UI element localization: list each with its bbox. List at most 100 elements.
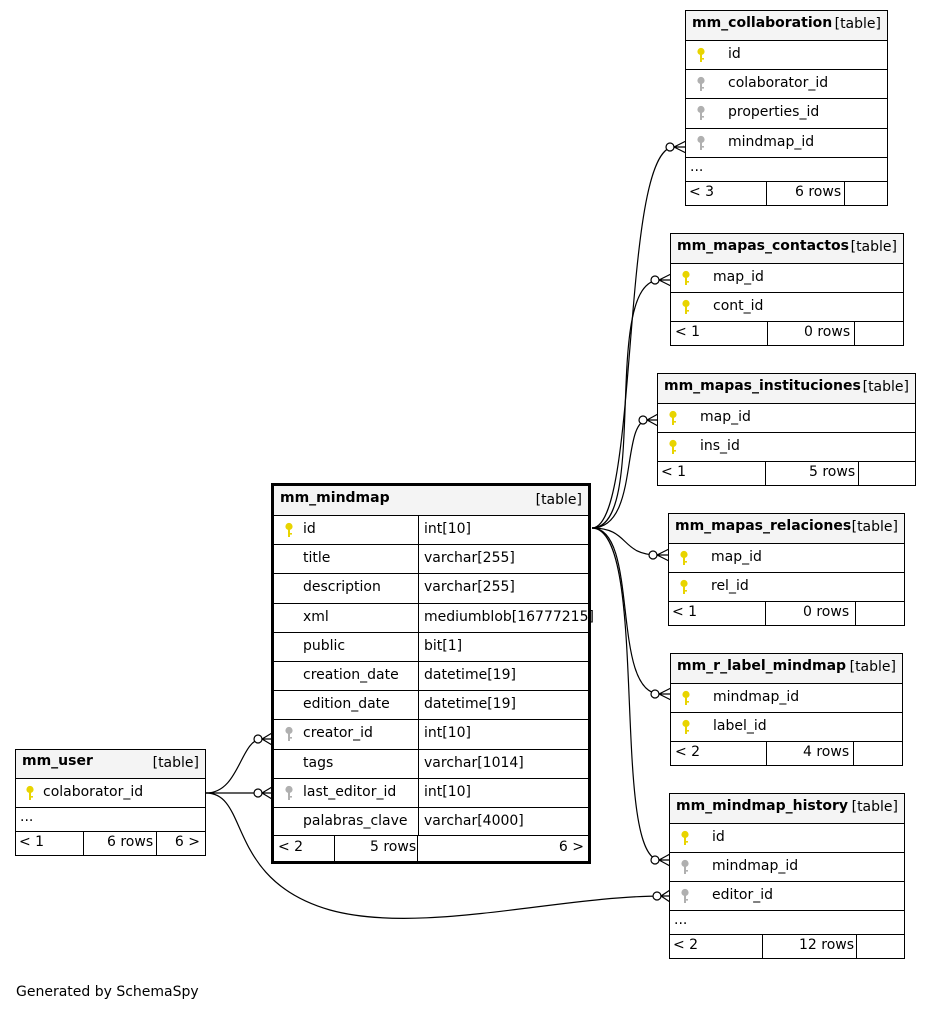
parents-count[interactable]: < 2 <box>673 937 699 953</box>
table-row[interactable]: colaborator_id <box>686 69 887 98</box>
table-row[interactable]: id <box>686 40 887 69</box>
edge-mindmap-instituciones <box>591 419 649 529</box>
column-name: properties_id <box>728 104 820 121</box>
primary-key-icon <box>284 522 294 538</box>
table-row[interactable]: map_id <box>671 263 903 292</box>
row-count: 0 rows <box>803 604 850 620</box>
table-row[interactable]: editor_id <box>670 881 904 910</box>
ellipsis-row: ... <box>670 910 904 934</box>
table-header: mm_user [table] <box>16 750 205 778</box>
table-stats-row: < 1 0 rows <box>669 601 904 625</box>
table-row[interactable]: properties_id <box>686 98 887 127</box>
column-type: varchar[4000] <box>424 813 524 829</box>
children-count[interactable]: 6 > <box>558 839 584 855</box>
parents-count[interactable]: < 2 <box>278 839 304 855</box>
column-name: description <box>303 579 381 596</box>
primary-key-icon <box>679 550 689 566</box>
table-header: mm_mindmap_history [table] <box>670 794 904 823</box>
table-mm-user[interactable]: mm_user [table] colaborator_id ... < 1 6… <box>15 749 206 856</box>
table-row[interactable]: mindmap_id <box>686 127 887 157</box>
column-name: public <box>303 637 346 654</box>
column-type: int[10] <box>424 783 471 800</box>
edge-marker <box>253 734 263 744</box>
primary-key-icon <box>25 785 35 801</box>
table-row[interactable]: last_editor_id int[10] <box>274 777 588 807</box>
table-row[interactable]: id <box>670 823 904 852</box>
table-tag: [table] <box>849 659 896 675</box>
table-row[interactable]: label_id <box>671 712 902 741</box>
column-type: varchar[255] <box>424 550 515 567</box>
table-tag: [table] <box>152 755 199 771</box>
parents-count[interactable]: < 1 <box>675 324 701 340</box>
foreign-key-icon <box>284 726 294 742</box>
table-stats-row: < 1 6 rows 6 > <box>16 831 205 855</box>
column-name: map_id <box>711 549 762 565</box>
table-row[interactable]: ins_id <box>658 432 915 461</box>
parents-count[interactable]: < 1 <box>661 464 687 480</box>
primary-key-icon <box>696 47 706 63</box>
table-name: mm_mapas_instituciones <box>664 378 861 394</box>
column-type: varchar[255] <box>424 579 515 596</box>
table-name: mm_mindmap <box>280 490 390 506</box>
table-name: mm_mindmap_history <box>676 798 849 814</box>
parents-count[interactable]: < 2 <box>675 744 701 760</box>
foreign-key-icon <box>680 859 690 875</box>
table-row[interactable]: cont_id <box>671 292 903 321</box>
foreign-key-icon <box>696 76 706 92</box>
parents-count[interactable]: < 1 <box>19 834 45 850</box>
parents-count[interactable]: < 1 <box>672 604 698 620</box>
edge-mindmap-history <box>591 527 661 861</box>
table-header: mm_collaboration [table] <box>686 11 887 40</box>
edge-user-creator <box>205 738 263 794</box>
table-row[interactable]: description varchar[255] <box>274 573 588 603</box>
table-row[interactable]: map_id <box>669 543 904 572</box>
table-row[interactable]: map_id <box>658 403 915 432</box>
table-stats-row: < 2 12 rows <box>670 934 904 958</box>
row-count: 6 rows <box>795 184 842 200</box>
edge-marker <box>648 550 658 560</box>
primary-key-icon <box>668 410 678 426</box>
primary-key-icon <box>681 270 691 286</box>
table-header: mm_r_label_mindmap [table] <box>671 654 902 683</box>
column-name: mindmap_id <box>712 858 799 874</box>
column-name: rel_id <box>711 578 749 594</box>
table-tag: [table] <box>850 239 897 255</box>
column-name: id <box>728 46 741 62</box>
column-name: colaborator_id <box>728 75 829 92</box>
edge-marker <box>650 275 660 285</box>
table-row[interactable]: colaborator_id <box>16 778 205 807</box>
table-row[interactable]: mindmap_id <box>670 852 904 881</box>
edge-marker <box>652 891 662 901</box>
table-name: mm_mapas_relaciones <box>675 518 852 534</box>
table-row[interactable]: mindmap_id <box>671 683 902 712</box>
children-count[interactable]: 6 > <box>174 834 200 850</box>
parents-count[interactable]: < 3 <box>689 184 715 200</box>
column-name: map_id <box>700 409 751 425</box>
table-stats-row: < 3 6 rows <box>686 181 887 205</box>
row-count: 12 rows <box>799 937 855 953</box>
edge-marker <box>638 415 648 425</box>
column-name: creation_date <box>303 667 399 683</box>
column-name: last_editor_id <box>303 783 397 800</box>
table-stats-row: < 2 4 rows <box>671 741 902 765</box>
more-columns: ... <box>20 809 34 825</box>
table-mm-collaboration[interactable]: mm_collaboration [table] id colaborator_i… <box>685 10 888 206</box>
table-row[interactable]: rel_id <box>669 572 904 601</box>
column-type: datetime[19] <box>424 696 516 713</box>
column-name: id <box>303 521 316 537</box>
